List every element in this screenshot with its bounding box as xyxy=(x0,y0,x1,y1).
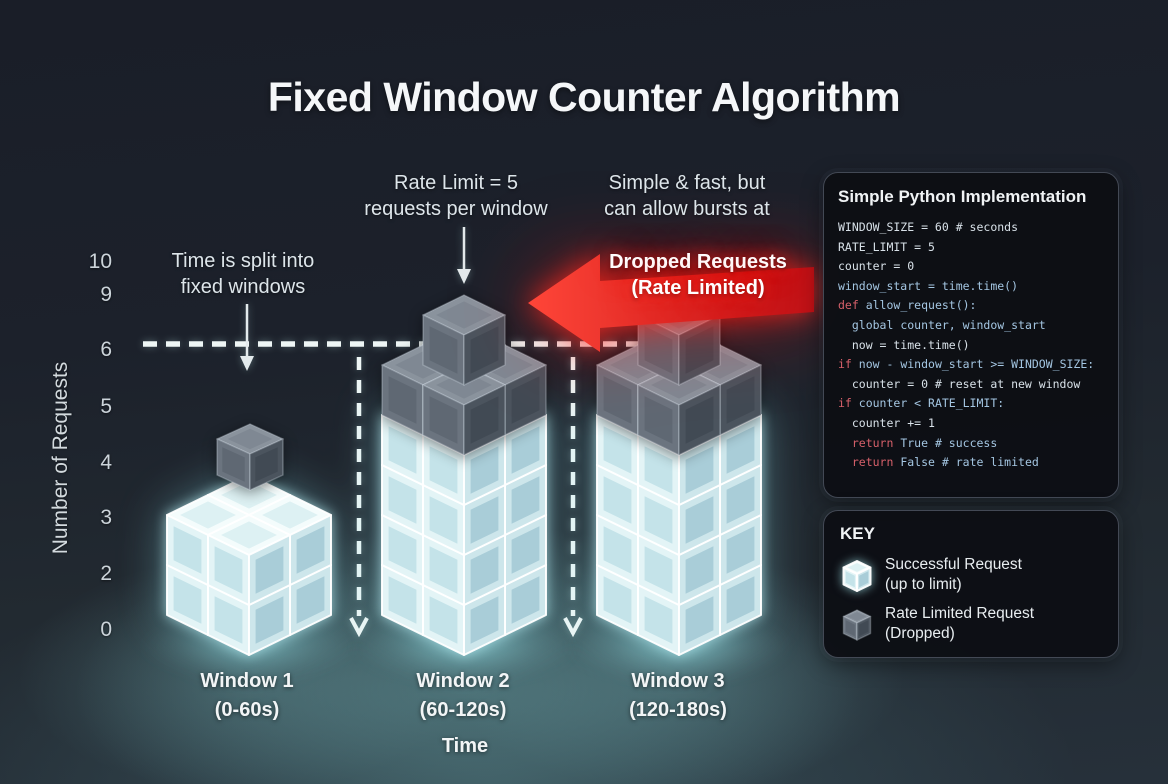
legend-panel: KEY Successful Request(up to limit) Rate… xyxy=(823,510,1119,658)
code-line: if now - window_start >= WINDOW_SIZE: xyxy=(838,357,1095,372)
code-line: return False # rate limited xyxy=(851,455,1039,470)
x-axis-title: Time xyxy=(441,735,489,757)
code-line: WINDOW_SIZE = 60 # seconds xyxy=(838,220,1019,234)
code-line: now = time.time() xyxy=(838,337,970,352)
window-2-label: Window 2(60-120s) xyxy=(416,670,510,721)
window-3-label: Window 3(120-180s) xyxy=(629,670,727,721)
window-1-label: Window 1(0-60s) xyxy=(200,670,294,721)
diagram-title: Fixed Window Counter Algorithm xyxy=(267,74,901,120)
code-line: RATE_LIMIT = 5 xyxy=(838,239,935,254)
split-pointer-arrow-icon xyxy=(240,304,254,371)
code-line: def allow_request(): xyxy=(838,298,977,313)
window-1-rate-limited-cubes xyxy=(216,423,284,491)
code-line: counter = 0 # reset at new window xyxy=(838,376,1081,391)
y-tick-label: 3 xyxy=(100,506,112,529)
code-line: counter = 0 xyxy=(838,259,915,274)
y-tick-label: 6 xyxy=(100,338,112,361)
y-tick-label: 4 xyxy=(100,451,112,474)
success-cube-icon xyxy=(842,560,872,592)
rate-limit-pointer-arrow-icon xyxy=(457,227,471,284)
y-tick-label: 0 xyxy=(100,618,112,641)
window-3-rate-limited-cubes xyxy=(596,294,762,456)
legend-title: KEY xyxy=(840,524,875,543)
code-line: window_start = time.time() xyxy=(838,278,1019,293)
legend-item-rate-limited: Rate Limited Request(Dropped) xyxy=(840,604,1102,646)
dropped-requests-label: Dropped Requests(Rate Limited) xyxy=(609,251,787,299)
window-2-rate-limited-cubes xyxy=(381,294,547,456)
legend-item-successful: Successful Request(up to limit) xyxy=(840,555,1102,597)
y-tick-label: 10 xyxy=(88,250,112,273)
rate-limited-cube-icon xyxy=(842,609,872,641)
code-line: return True # success xyxy=(851,435,998,450)
y-tick-label: 5 xyxy=(100,395,112,418)
code-panel-title: Simple Python Implementation xyxy=(838,187,1087,206)
y-tick-label: 9 xyxy=(100,283,112,306)
code-line: if counter < RATE_LIMIT: xyxy=(838,396,1005,411)
python-code-panel: Simple Python Implementation WINDOW_SIZE… xyxy=(823,172,1119,498)
y-tick-label: 2 xyxy=(100,562,112,585)
code-line: counter += 1 xyxy=(838,415,935,430)
code-line: global counter, window_start xyxy=(851,317,1046,332)
